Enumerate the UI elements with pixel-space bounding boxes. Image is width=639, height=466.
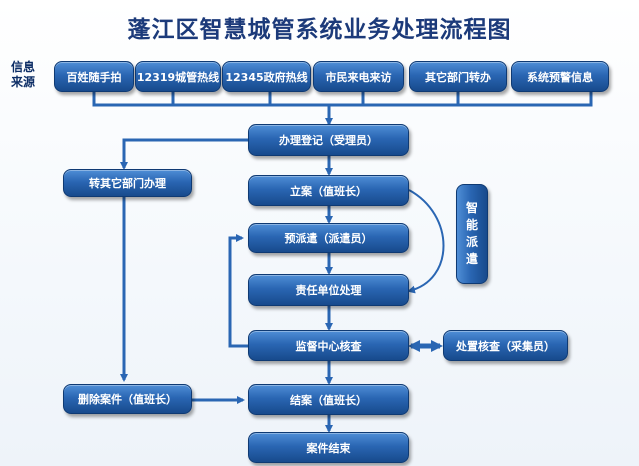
step-filing[interactable]: 立案（值班长） xyxy=(248,175,409,206)
source-system-alerts[interactable]: 系统预警信息 xyxy=(511,61,609,92)
step-register[interactable]: 办理登记（受理员） xyxy=(248,124,409,156)
smart-dispatch-box[interactable]: 智 能 派 遣 xyxy=(456,184,488,284)
arrow-supervision-predispatch-loop xyxy=(228,234,248,348)
step-field-verification[interactable]: 处置核查（采集员） xyxy=(443,330,568,361)
step-transfer-other-dept[interactable]: 转其它部门办理 xyxy=(63,169,192,197)
step-responsible-unit-handling[interactable]: 责任单位处理 xyxy=(248,274,409,306)
info-source-label: 信息 来源 xyxy=(8,60,38,90)
step-supervision-check[interactable]: 监督中心核查 xyxy=(248,330,409,361)
arrow-register-transfer xyxy=(120,138,248,170)
info-source-label-line1: 信息 xyxy=(10,60,35,74)
smart-dispatch-char-2: 能 xyxy=(465,218,478,232)
info-source-label-line2: 来源 xyxy=(10,75,35,89)
source-12345-hotline[interactable]: 12345政府热线 xyxy=(222,61,311,92)
step-close-case[interactable]: 结案（值班长） xyxy=(248,384,409,415)
smart-dispatch-char-4: 遣 xyxy=(465,252,478,266)
page-title: 蓬江区智慧城管系统业务处理流程图 xyxy=(127,17,512,43)
step-pre-dispatch[interactable]: 预派遣（派遣员） xyxy=(248,223,409,253)
source-bus-line xyxy=(92,92,593,107)
step-case-end[interactable]: 案件结束 xyxy=(248,432,409,463)
source-citizen-calls[interactable]: 市民来电来访 xyxy=(313,61,404,92)
source-citizen-snapshot[interactable]: 百姓随手拍 xyxy=(54,61,134,92)
source-12319-hotline[interactable]: 12319城管热线 xyxy=(135,61,221,92)
step-delete-case[interactable]: 删除案件（值班长） xyxy=(63,384,192,414)
smart-dispatch-char-1: 智 xyxy=(465,201,478,215)
smart-dispatch-curve xyxy=(407,189,445,294)
smart-dispatch-char-3: 派 xyxy=(465,235,478,249)
source-other-departments[interactable]: 其它部门转办 xyxy=(409,61,507,92)
